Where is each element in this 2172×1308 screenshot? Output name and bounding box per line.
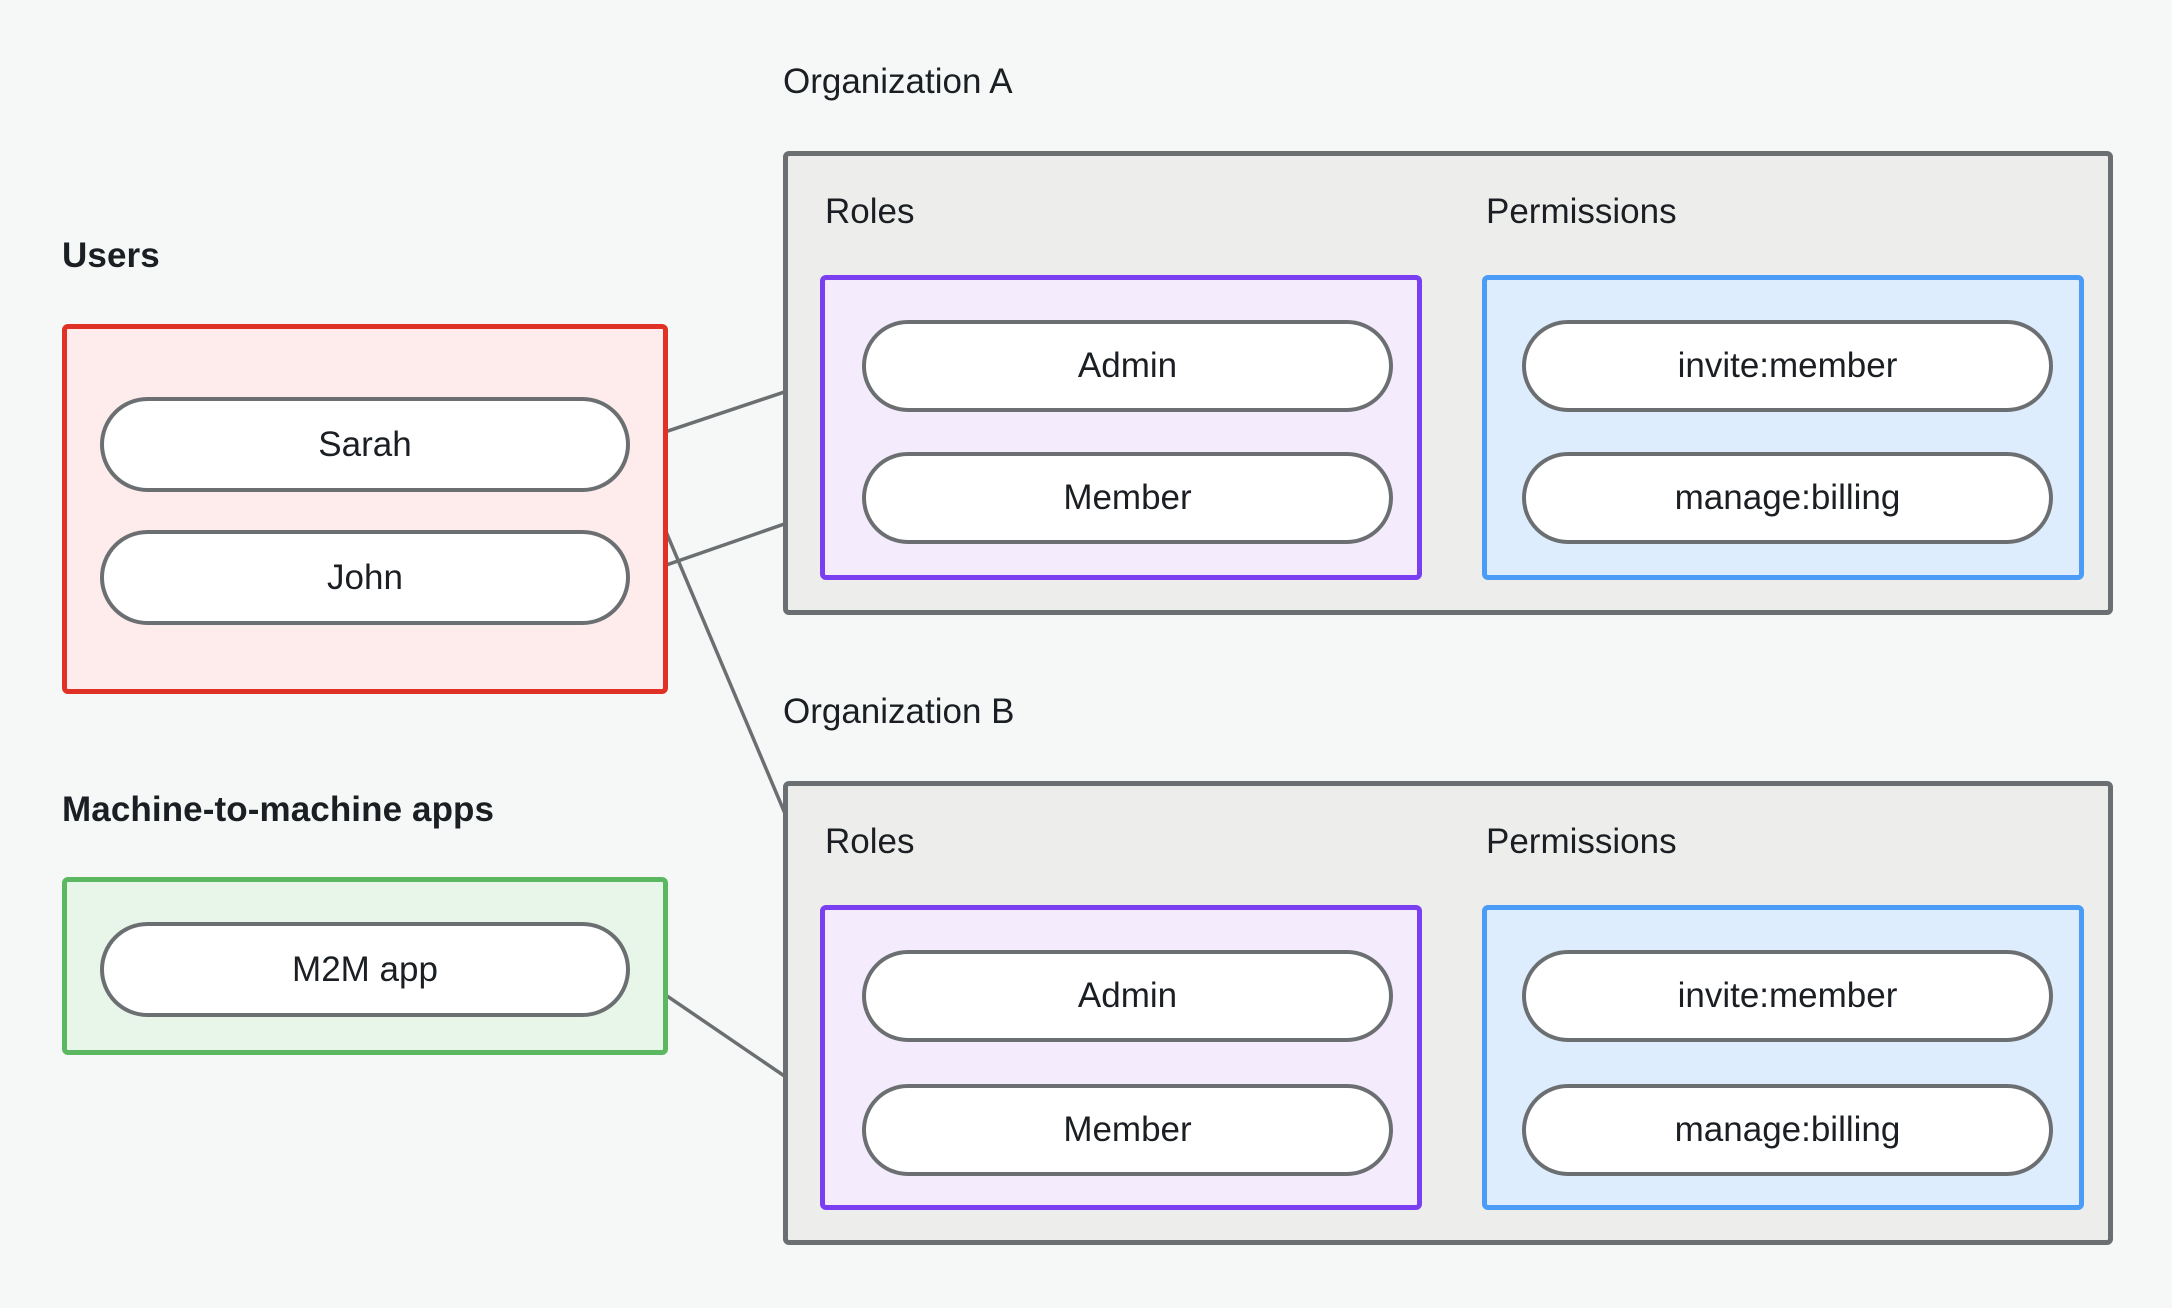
organization-a-permissions-title: Permissions	[1486, 192, 1677, 231]
organization-a-title: Organization A	[783, 62, 1013, 101]
organization-b-role-member[interactable]: Member	[862, 1084, 1393, 1176]
user-node-label: John	[327, 557, 403, 597]
organization-b-title: Organization B	[783, 692, 1015, 731]
organization-a-role-member[interactable]: Member	[862, 452, 1393, 544]
organization-b-permission-manage-billing[interactable]: manage:billing	[1522, 1084, 2053, 1176]
permission-node-label: invite:member	[1677, 976, 1898, 1015]
user-node-label: Sarah	[318, 424, 412, 464]
organization-b-role-admin[interactable]: Admin	[862, 950, 1393, 1042]
organization-a-permission-manage-billing[interactable]: manage:billing	[1522, 452, 2053, 544]
users-group-title: Users	[62, 236, 160, 275]
m2m-group-title: Machine-to-machine apps	[62, 790, 495, 829]
organization-b-permission-invite-member[interactable]: invite:member	[1522, 950, 2053, 1042]
m2m-node-label: M2M app	[292, 949, 438, 989]
role-node-label: Admin	[1077, 346, 1178, 385]
permission-node-label: manage:billing	[1674, 1110, 1901, 1149]
users-container	[62, 324, 668, 694]
organization-b-roles-title: Roles	[825, 822, 915, 861]
organization-a-role-admin[interactable]: Admin	[862, 320, 1393, 412]
organization-a-permission-invite-member[interactable]: invite:member	[1522, 320, 2053, 412]
role-node-label: Admin	[1077, 976, 1178, 1015]
user-node-sarah[interactable]: Sarah	[100, 397, 630, 492]
permission-node-label: manage:billing	[1674, 478, 1901, 517]
organization-b-permissions-title: Permissions	[1486, 822, 1677, 861]
permission-node-label: invite:member	[1677, 346, 1898, 385]
organization-a-roles-title: Roles	[825, 192, 915, 231]
role-node-label: Member	[1063, 1110, 1192, 1149]
user-node-john[interactable]: John	[100, 530, 630, 625]
role-node-label: Member	[1063, 478, 1192, 517]
m2m-node-app[interactable]: M2M app	[100, 922, 630, 1017]
